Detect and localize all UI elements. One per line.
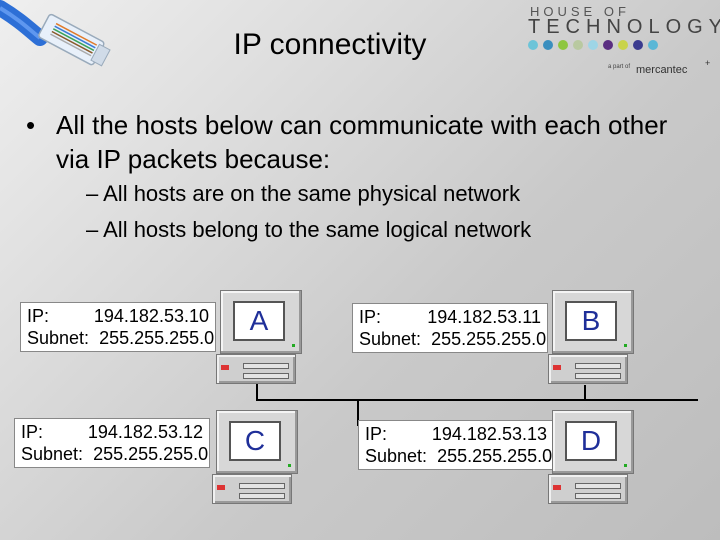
ip-label: IP:: [365, 424, 388, 444]
main-bullet: • All the hosts below can communicate wi…: [26, 108, 706, 176]
logo-line2: TECHNOLOGY: [528, 16, 720, 38]
host-c-letter: C: [229, 421, 281, 461]
subnet-value: 255.255.255.0: [437, 446, 553, 466]
subnet-value: 255.255.255.0: [99, 328, 215, 348]
sub-bullet-physical: – All hosts are on the same physical net…: [86, 181, 521, 206]
ethernet-cable-icon: [0, 0, 111, 67]
logo-dots: [528, 40, 658, 50]
ip-value: 194.182.53.12: [87, 422, 203, 442]
logo-dot-1: [543, 40, 553, 50]
host-c-computer-icon: C: [212, 410, 298, 506]
subnet-label: Subnet:: [27, 328, 90, 348]
slide-title: IP connectivity: [233, 28, 427, 61]
main-bullet-text: All the hosts below can communicate with…: [56, 110, 668, 174]
subnet-label: Subnet:: [21, 444, 84, 464]
host-d-computer-icon: D: [548, 410, 634, 506]
ip-label: IP:: [359, 307, 382, 327]
logo-dot-3: [573, 40, 583, 50]
host-b-info: IP: 194.182.53.11 Subnet: 255.255.255.0: [352, 303, 548, 353]
host-d-letter: D: [565, 421, 617, 461]
logo-plus: +: [705, 58, 711, 68]
logo-dot-5: [603, 40, 613, 50]
host-b-computer-icon: B: [548, 290, 634, 386]
subnet-label: Subnet:: [365, 446, 428, 466]
logo-dot-2: [558, 40, 568, 50]
logo-dot-6: [618, 40, 628, 50]
host-c-info: IP: 194.182.53.12 Subnet: 255.255.255.0: [14, 418, 210, 468]
host-d-info: IP: 194.182.53.13 Subnet: 255.255.255.0: [358, 420, 554, 470]
ip-value: 194.182.53.10: [93, 306, 209, 326]
subnet-label: Subnet:: [359, 329, 422, 349]
logo-line1: HOUSE OF: [530, 4, 630, 19]
ip-value: 194.182.53.13: [431, 424, 547, 444]
logo-dot-0: [528, 40, 538, 50]
logo-dot-4: [588, 40, 598, 50]
bullet-list: • All the hosts below can communicate wi…: [26, 108, 706, 248]
host-a-computer-icon: A: [216, 290, 302, 386]
house-of-technology-logo: HOUSE OF TECHNOLOGY a part of mercantec …: [520, 2, 720, 82]
host-a-info: IP: 194.182.53.10 Subnet: 255.255.255.0: [20, 302, 216, 352]
logo-dot-8: [648, 40, 658, 50]
logo-brand: mercantec: [636, 64, 688, 76]
host-a-letter: A: [233, 301, 285, 341]
logo-dot-7: [633, 40, 643, 50]
ip-value: 194.182.53.11: [427, 307, 541, 327]
logo-byline: a part of: [608, 64, 631, 70]
host-b-letter: B: [565, 301, 617, 341]
bullet-marker: •: [26, 110, 36, 140]
sub-bullet-logical: – All hosts belong to the same logical n…: [86, 217, 532, 242]
subnet-value: 255.255.255.0: [431, 329, 547, 349]
ip-label: IP:: [27, 306, 50, 326]
subnet-value: 255.255.255.0: [93, 444, 209, 464]
ip-label: IP:: [21, 422, 44, 442]
